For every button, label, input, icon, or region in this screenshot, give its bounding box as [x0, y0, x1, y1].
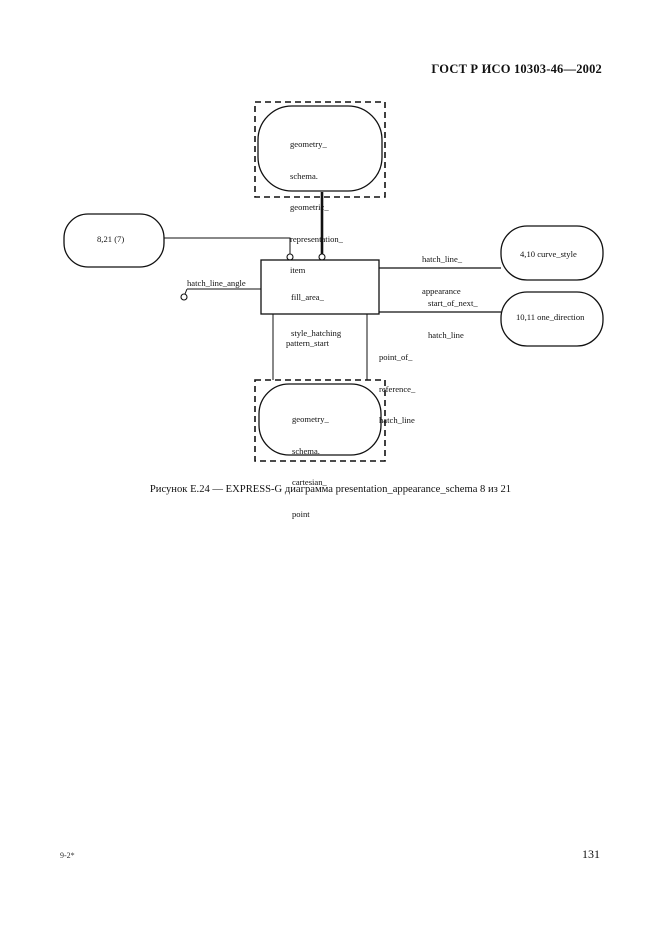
one-direction-ref-shape	[500, 291, 604, 347]
start-of-next-hatch-line-label: start_of_next_ hatch_line	[428, 277, 478, 351]
point-of-reference-line1: point_of_	[379, 352, 413, 362]
hatch-line-appearance-label: hatch_line_ appearance	[422, 233, 462, 307]
cartesian-point-line1: geometry_	[292, 414, 329, 424]
geometric-item-line1: geometry_	[290, 139, 327, 149]
entity-name-line1: fill_area_	[291, 292, 324, 302]
geometric-item-line3: geometric_	[290, 202, 329, 212]
figure-caption: Рисунок E.24 — EXPRESS-G диаграмма prese…	[149, 484, 512, 495]
geometric-item-ref-label: geometry_ schema. geometric_ representat…	[290, 118, 343, 286]
point-of-reference-label: point_of_ reference_ hatch_line	[379, 331, 415, 436]
start-of-next-line1: start_of_next_	[428, 298, 478, 308]
cartesian-point-line4: point	[292, 508, 310, 519]
one-direction-ref-label: 10,11 one_direction	[516, 312, 585, 322]
entity-name: fill_area_ style_hatching	[291, 271, 341, 349]
page-number: 131	[582, 847, 600, 861]
ref-8-21-shape	[63, 213, 165, 268]
standard-code-header: ГОСТ Р ИСО 10303-46—2002	[431, 62, 602, 76]
hatch-line-appearance-line1: hatch_line_	[422, 254, 463, 264]
footer-left-mark: 9-2*	[60, 851, 75, 860]
pattern-start-label: pattern_start	[286, 338, 329, 348]
point-of-reference-line3: hatch_line	[379, 415, 415, 425]
entity-box	[260, 259, 380, 315]
curve-style-ref-label: 4,10 curve_style	[520, 249, 577, 259]
cartesian-point-line2: schema.	[292, 445, 320, 456]
start-of-next-line2: hatch_line	[428, 329, 464, 340]
ref-8-21-label: 8,21 (7)	[97, 234, 125, 244]
geometric-item-dashed-frame	[254, 101, 386, 198]
cartesian-point-ref-label: geometry_ schema. cartesian_ point	[292, 393, 329, 530]
geometric-item-ref-shape	[257, 105, 383, 192]
hatch-line-angle-circle	[180, 293, 188, 301]
geometric-item-line5: item	[290, 265, 306, 275]
geometric-item-line4: representation_	[290, 233, 343, 244]
cartesian-point-dashed-frame	[254, 379, 386, 462]
hatch-line-appearance-line2: appearance	[422, 285, 461, 296]
cartesian-point-line3: cartesian_	[292, 477, 327, 487]
cartesian-point-ref-shape	[258, 383, 382, 456]
hatch-line-angle-stem	[184, 288, 188, 295]
ref-8-21-line	[164, 237, 291, 255]
hatch-line-angle-label: hatch_line_angle	[187, 278, 246, 288]
curve-style-ref-shape	[500, 225, 604, 281]
entity-name-line2: style_hatching	[291, 327, 342, 338]
point-of-reference-line2: reference_	[379, 383, 416, 394]
geometric-item-line2: schema.	[290, 170, 318, 181]
